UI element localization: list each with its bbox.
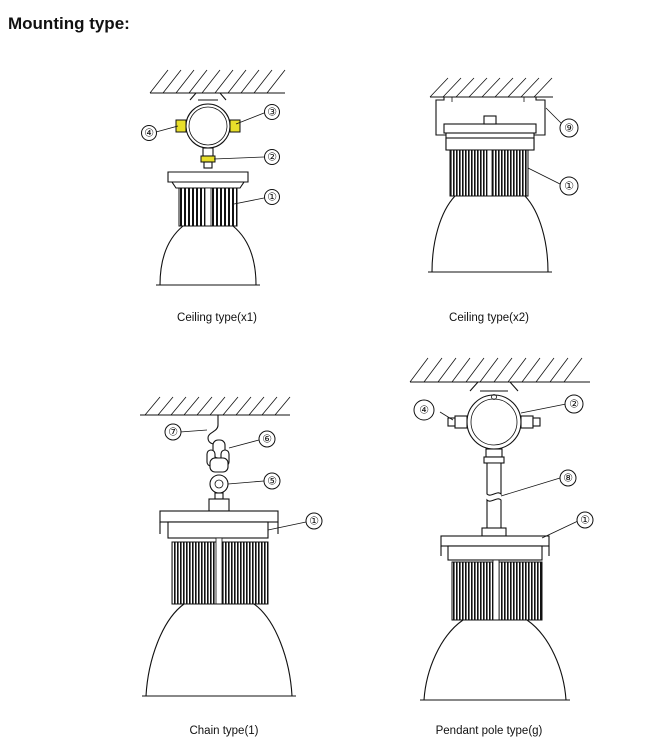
ceiling-hatch: [144, 396, 291, 416]
svg-text:①: ①: [564, 180, 574, 193]
eye-bolt: [209, 474, 229, 494]
svg-text:②: ②: [569, 398, 579, 411]
marker-8: ⑧: [559, 469, 577, 487]
marker-2: ②: [264, 149, 280, 165]
caption-ceiling-x1: Ceiling type(x1): [177, 312, 257, 324]
svg-text:⑥: ⑥: [262, 433, 272, 446]
figure-pendant-pole: ④ ② ⑧ ①: [409, 357, 594, 701]
ceiling-hatch: [429, 77, 553, 98]
svg-text:①: ①: [267, 191, 277, 204]
marker-1: ①: [576, 511, 594, 529]
driver-housing: [440, 535, 550, 547]
reflector: [145, 603, 293, 697]
caption-chain: Chain type(1): [189, 725, 259, 737]
svg-text:④: ④: [419, 404, 429, 417]
ceiling-hatch: [409, 357, 583, 383]
caption-pendant-pole: Pendant pole type(g): [435, 725, 543, 737]
page-title: Mounting type:: [8, 14, 130, 33]
junction-box: [466, 394, 522, 450]
figure-chain: ⑦ ⑥ ⑤ ①: [140, 396, 323, 697]
svg-text:⑦: ⑦: [168, 426, 178, 439]
svg-text:④: ④: [144, 127, 154, 140]
caption-ceiling-x2: Ceiling type(x2): [449, 312, 529, 324]
marker-1: ①: [264, 189, 280, 205]
marker-7: ⑦: [164, 423, 182, 441]
svg-text:①: ①: [580, 514, 590, 527]
marker-4: ④: [141, 125, 157, 141]
reflector: [431, 195, 549, 273]
svg-text:⑧: ⑧: [563, 472, 573, 485]
ceiling-bracket: [469, 381, 519, 392]
figure-ceiling-x2: ⑨ ①: [428, 77, 579, 273]
marker-3: ③: [264, 104, 280, 120]
marker-2: ②: [564, 394, 584, 414]
marker-6: ⑥: [258, 430, 276, 448]
ceiling-hatch: [149, 69, 286, 94]
driver-housing: [167, 171, 249, 183]
gland-left: [454, 415, 468, 429]
marker-4: ④: [413, 399, 435, 421]
pendant-pole: [486, 462, 502, 496]
reflector: [159, 225, 257, 286]
gland-right: [520, 415, 534, 429]
svg-text:②: ②: [267, 151, 277, 164]
marker-5: ⑤: [263, 472, 281, 490]
svg-text:①: ①: [309, 515, 319, 528]
gland-left: [175, 119, 187, 133]
reflector: [423, 619, 567, 701]
driver-housing: [159, 510, 279, 523]
svg-text:③: ③: [267, 106, 277, 119]
ceiling-bracket: [189, 92, 227, 101]
svg-text:⑤: ⑤: [267, 475, 277, 488]
marker-1: ①: [559, 176, 579, 196]
junction-box: [185, 103, 231, 149]
marker-1: ①: [305, 512, 323, 530]
driver-housing: [443, 123, 537, 134]
u-bracket: [435, 97, 446, 136]
figure-ceiling-x1: ③ ④ ② ①: [141, 69, 286, 286]
clamp-ring: [200, 155, 216, 163]
svg-text:⑨: ⑨: [564, 122, 574, 135]
gland-right: [229, 119, 241, 133]
marker-9: ⑨: [559, 118, 579, 138]
